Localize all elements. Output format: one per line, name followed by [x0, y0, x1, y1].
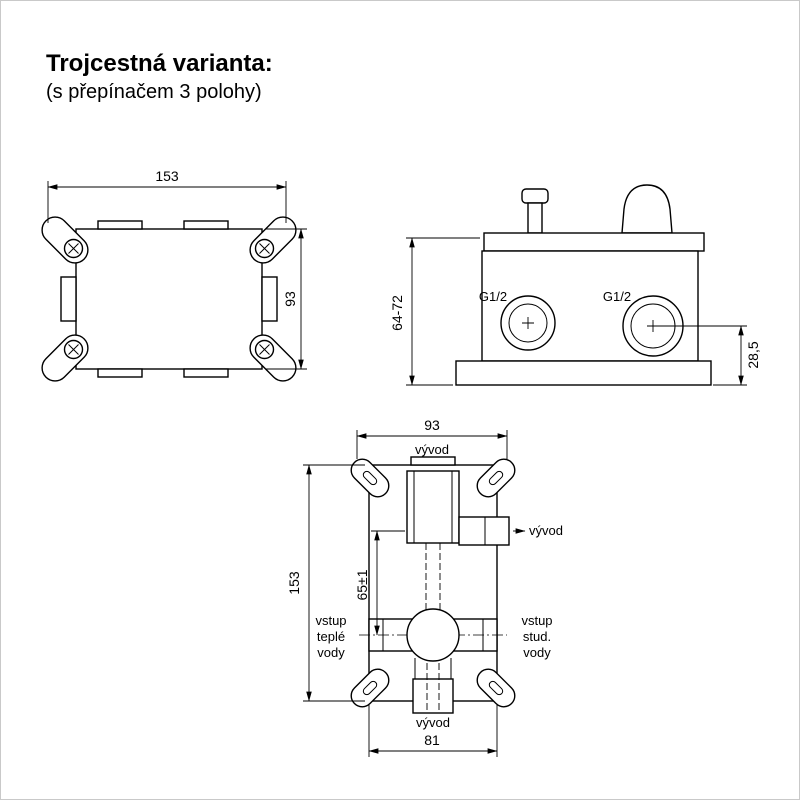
outlet-bottom-label: vývod [416, 715, 450, 730]
plan-tab [183, 368, 229, 378]
front-dim-center-label: 65±1 [354, 569, 370, 600]
mixer-knob [621, 184, 673, 234]
plan-view: 153 93 [41, 168, 307, 382]
title-block: Trojcestná varianta: (s přepínačem 3 pol… [46, 49, 273, 106]
plan-tab [183, 220, 229, 230]
plan-tab [97, 220, 143, 230]
screw-icon [254, 238, 275, 259]
inlet-right-line3: vody [523, 645, 551, 660]
front-top-tab [410, 456, 456, 466]
plan-ear-top-left [41, 216, 89, 264]
port-left [500, 295, 556, 351]
front-ear-top-right [476, 458, 516, 498]
front-dim-width: 93 [356, 417, 508, 459]
inlet-right-label: vstup stud. vody [521, 613, 552, 660]
front-dim-height: 153 [286, 464, 365, 702]
front-ear-top-left [350, 458, 390, 498]
plan-dim-width-label: 153 [155, 168, 179, 184]
side-dim-depth: 64-72 [389, 237, 480, 386]
port-left-thread-label: G1/2 [479, 289, 507, 304]
port-left-center-mark [522, 317, 534, 329]
side-dim-offset: 28,5 [653, 325, 761, 386]
side-base [455, 360, 712, 386]
diverter-stem [527, 202, 543, 234]
front-outlet-bottom [412, 678, 454, 714]
plan-dim-width: 153 [47, 168, 287, 223]
front-view: 93 vývod [286, 417, 563, 757]
inlet-right-line2: stud. [523, 629, 551, 644]
inlet-right-line1: vstup [521, 613, 552, 628]
front-dim-height-label: 153 [286, 571, 302, 595]
diverter-knob [521, 188, 549, 204]
plan-tab [97, 368, 143, 378]
inlet-left-line2: teplé [317, 629, 345, 644]
front-dim-width-label: 93 [424, 417, 440, 433]
plan-ear-top-right [249, 216, 297, 264]
inlet-left-line1: vstup [315, 613, 346, 628]
plan-dim-height-label: 93 [282, 291, 298, 307]
port-right-thread-label: G1/2 [603, 289, 631, 304]
inlet-left-line3: vody [317, 645, 345, 660]
outlet-top-label: vývod [415, 442, 449, 457]
page-title: Trojcestná varianta: [46, 50, 273, 77]
port-left-inner [508, 303, 548, 343]
plan-ear-bottom-left [41, 334, 89, 382]
plan-ear-bottom-right [249, 334, 297, 382]
front-dim-bottom-label: 81 [424, 732, 440, 748]
side-dim-offset-label: 28,5 [745, 341, 761, 368]
side-top-flange [483, 232, 705, 252]
inlet-left-label: vstup teplé vody [315, 613, 346, 660]
plan-dim-height: 93 [266, 228, 307, 370]
screw-icon [63, 238, 84, 259]
valve-body [406, 608, 460, 662]
page-subtitle: (s přepínačem 3 polohy) [46, 81, 262, 103]
front-dim-center: 65±1 [354, 530, 405, 636]
front-outlet-right [458, 516, 510, 546]
screw-icon [254, 339, 275, 360]
plan-body [75, 228, 263, 370]
outlet-right-label: vývod [529, 523, 563, 538]
plan-tab [60, 276, 77, 322]
screw-icon [63, 339, 84, 360]
front-outlet-block [406, 470, 460, 544]
side-view: G1/2 G1/2 64-72 28,5 [389, 184, 761, 386]
plan-tab [261, 276, 278, 322]
front-dim-bottom: 81 [368, 705, 498, 757]
side-dim-depth-label: 64-72 [389, 295, 405, 331]
